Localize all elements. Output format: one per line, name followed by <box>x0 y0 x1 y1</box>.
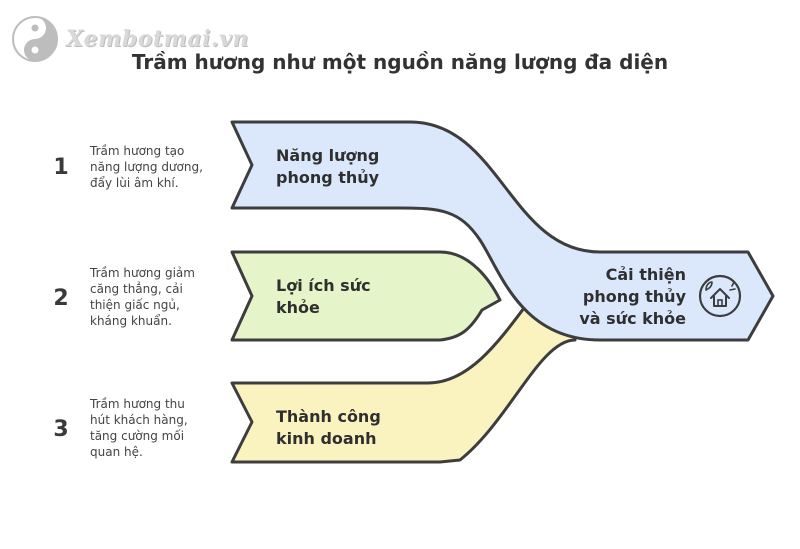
step-number-2: 2 <box>53 286 69 311</box>
page-title: Trầm hương như một nguồn năng lượng đa d… <box>131 50 669 74</box>
desc-line: Trầm hương giảm <box>90 266 195 280</box>
label-line: Lợi ích sức <box>276 276 371 295</box>
flow-band-health <box>230 250 502 342</box>
flow-label-energy: Năng lượng phong thủy <box>276 145 379 189</box>
label-line: phong thủy <box>582 287 686 306</box>
step-number-3: 3 <box>53 417 69 442</box>
flow-label-health: Lợi ích sức khỏe <box>276 275 371 319</box>
watermark-logo: Xembotmai.vn <box>8 8 268 68</box>
desc-line: kháng khuẩn. <box>90 314 172 328</box>
desc-line: quan hệ. <box>90 445 143 459</box>
desc-line: tăng cường mối <box>90 429 185 443</box>
label-line: khỏe <box>276 298 320 317</box>
step-description-1: Trầm hương tạo năng lượng dương, đẩy lùi… <box>90 143 230 191</box>
outcome-label: Cải thiện phong thủy và sức khỏe <box>556 264 686 330</box>
label-line: Thành công <box>276 407 381 426</box>
desc-line: đẩy lùi âm khí. <box>90 176 179 190</box>
label-line: kinh doanh <box>276 429 377 448</box>
desc-line: năng lượng dương, <box>90 160 203 174</box>
desc-line: căng thẳng, cải <box>90 282 183 296</box>
desc-line: hút khách hàng, <box>90 413 188 427</box>
desc-line: thiện giấc ngủ, <box>90 298 180 312</box>
label-line: Năng lượng <box>276 146 380 165</box>
house-plant-icon <box>698 274 742 318</box>
desc-line: Trầm hương thu <box>90 397 185 411</box>
step-number-1: 1 <box>53 155 69 180</box>
flow-band-energy <box>230 120 775 342</box>
flow-band-business <box>230 298 577 464</box>
flow-label-business: Thành công kinh doanh <box>276 406 381 450</box>
watermark-text: Xembotmai.vn <box>66 26 249 52</box>
yin-yang-icon <box>12 16 58 62</box>
label-line: Cải thiện <box>605 265 686 284</box>
step-description-3: Trầm hương thu hút khách hàng, tăng cườn… <box>90 396 230 460</box>
label-line: và sức khỏe <box>579 309 686 328</box>
step-description-2: Trầm hương giảm căng thẳng, cải thiện gi… <box>90 265 230 329</box>
desc-line: Trầm hương tạo <box>90 144 185 158</box>
label-line: phong thủy <box>276 168 380 187</box>
